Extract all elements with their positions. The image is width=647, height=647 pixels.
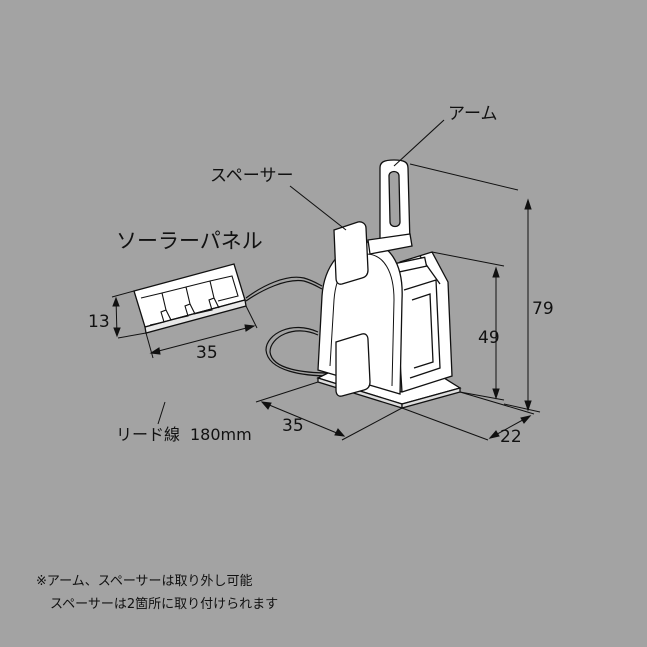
label-spacer: スペーサー xyxy=(210,166,293,186)
label-arm: アーム xyxy=(448,104,497,124)
spacer-top xyxy=(333,221,369,285)
lead-wire xyxy=(245,276,331,377)
lead-wire-leader xyxy=(157,401,166,425)
label-lead-wire: リード線 xyxy=(116,425,180,444)
solar-panel xyxy=(133,263,247,334)
spacer-bottom xyxy=(335,333,371,397)
dimension-panel-width xyxy=(145,305,258,359)
label-body-height: 49 xyxy=(478,328,500,348)
arm-slot xyxy=(388,170,401,228)
dimension-body-height xyxy=(431,251,505,401)
side-frame xyxy=(395,251,453,393)
dimension-base-width xyxy=(255,381,403,441)
label-base-width: 35 xyxy=(282,416,304,436)
dimension-base-depth xyxy=(401,391,535,441)
label-total-height: 79 xyxy=(532,299,554,319)
solar-panel-cells xyxy=(140,275,239,326)
note-line-2: スペーサーは2箇所に取り付けられます xyxy=(50,597,279,612)
label-solar-panel: ソーラーパネル xyxy=(116,229,263,253)
label-panel-width: 35 xyxy=(196,343,218,363)
label-base-depth: 22 xyxy=(500,427,522,447)
dimension-panel-height xyxy=(111,290,147,339)
arm-leader xyxy=(393,119,445,167)
dimension-total-height xyxy=(409,163,541,413)
stake-body xyxy=(316,159,462,409)
label-lead-length: 180mm xyxy=(190,425,252,444)
spacer-leader xyxy=(289,185,347,231)
label-panel-height: 13 xyxy=(88,312,110,332)
note-line-1: ※アーム、スペーサーは取り外し可能 xyxy=(36,574,253,589)
